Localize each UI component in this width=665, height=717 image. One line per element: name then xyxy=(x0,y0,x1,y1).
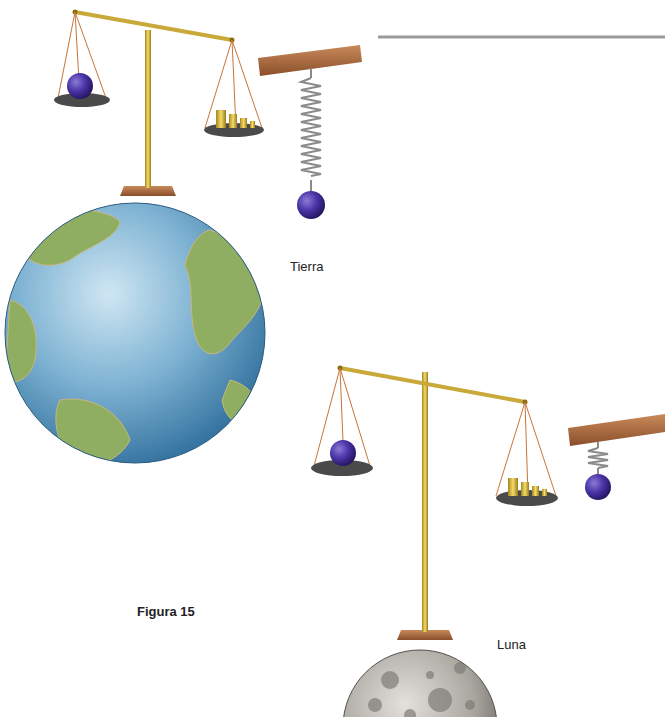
planet-label: Tierra xyxy=(290,259,323,275)
moon-label: Luna xyxy=(497,637,526,653)
figure-caption: Figura 15 xyxy=(137,604,195,620)
